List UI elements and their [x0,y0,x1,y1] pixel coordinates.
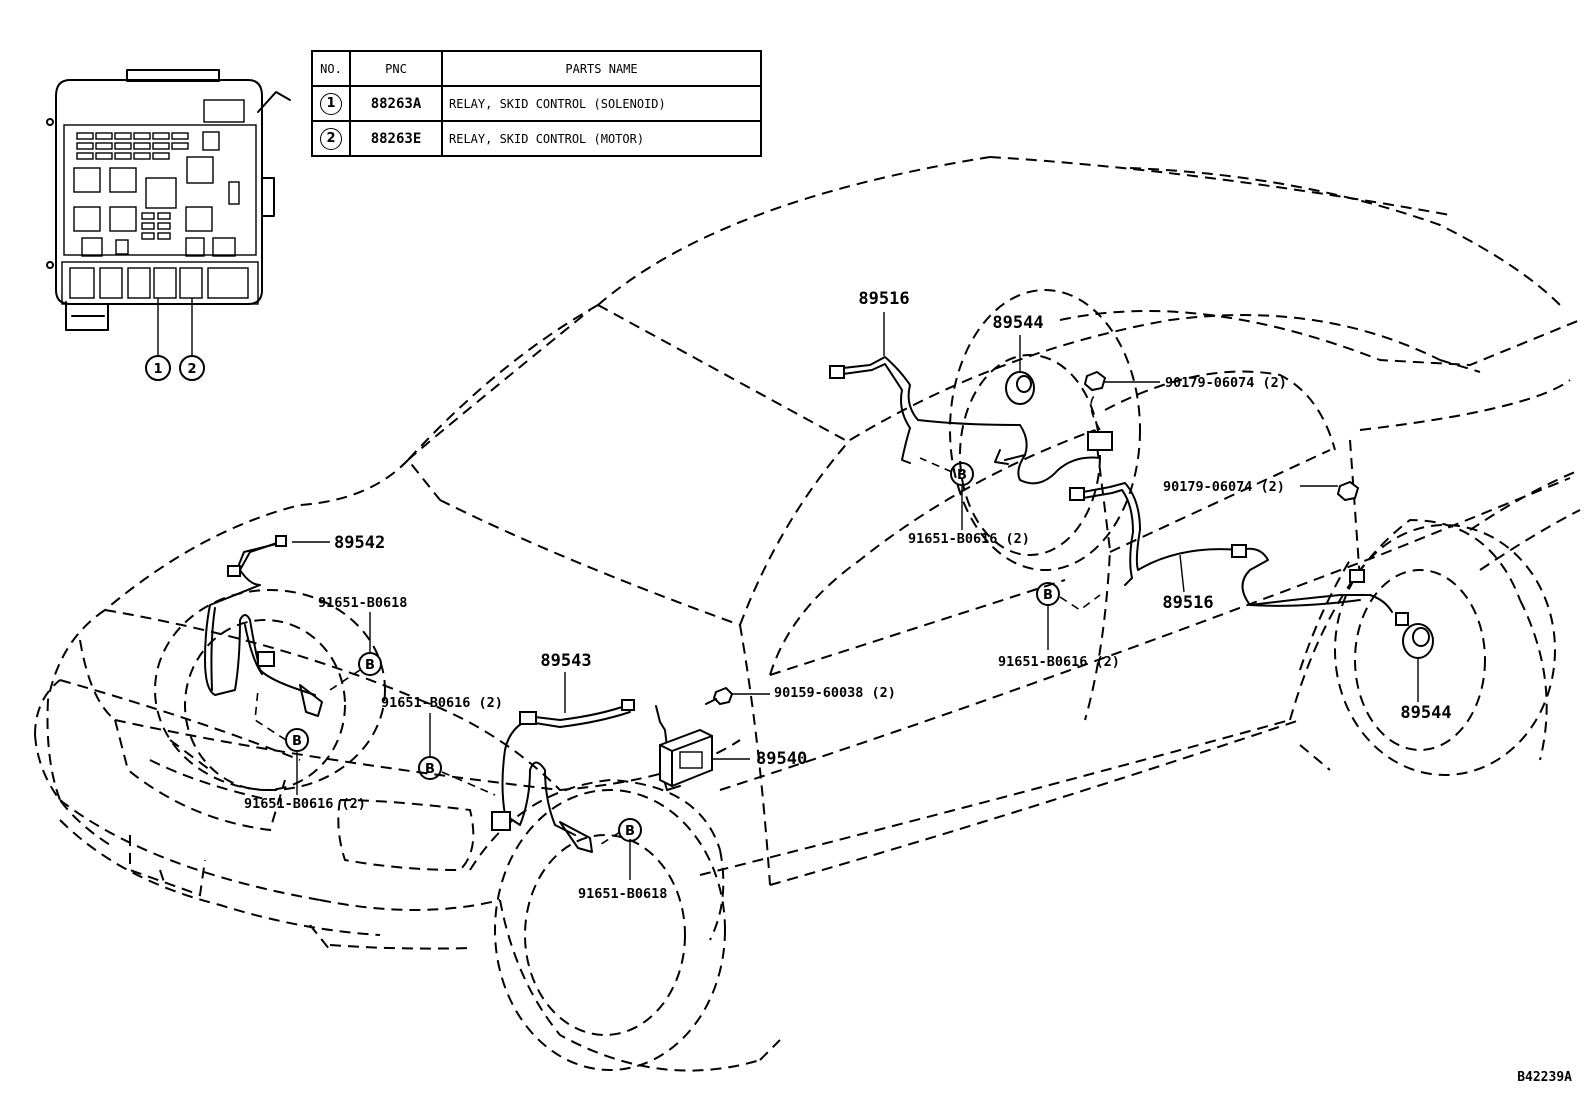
row-pnc: 88263E [349,120,443,157]
callout-front-sensor-left: 89542 [334,533,385,553]
clip-symbol: B [292,734,302,749]
callout-rear-harness-upper: 89516 [858,289,909,309]
table-row: 2 88263E RELAY, SKID CONTROL (MOTOR) [311,120,762,157]
row-pnc: 88263A [349,85,443,122]
wheels [154,289,1556,1071]
car-body-outline [34,156,1581,1072]
clip-symbol: B [365,658,375,673]
clip-symbol: B [1043,588,1053,603]
parts-table-header: NO. PNC PARTS NAME [311,50,762,87]
callout-clip-front-lower: 91651-B0616 (2) [244,796,366,812]
callout-clip-center: 91651-B0616 (2) [381,695,503,711]
clip-symbol: B [625,824,635,839]
callout-clip-rear-upper: 91651-B0616 (2) [908,531,1030,547]
callout-clip-front-upper: 91651-B0618 [318,595,407,611]
relay-callout-1: 1 [153,362,162,377]
table-row: 1 88263A RELAY, SKID CONTROL (SOLENOID) [311,85,762,122]
row-number: 2 [320,127,342,150]
callout-rear-harness-lower: 89516 [1162,593,1213,613]
callout-labels: 89516 89544 90179-06074 (2) 90179-06074 … [244,289,1452,902]
header-pnc: PNC [349,50,443,87]
callout-clip-front-wheel: 91651-B0618 [578,886,667,902]
header-no: NO. [311,50,351,87]
callout-bolt: 90159-60038 (2) [774,685,896,701]
relay-callout-2: 2 [187,362,196,377]
row-no-cell: 1 [311,85,351,122]
clip-symbol: B [957,468,967,483]
callout-front-sensor-right: 89543 [540,651,591,671]
harnesses [204,356,1434,853]
drawing-code: B42239A [1517,1070,1572,1085]
row-parts-name: RELAY, SKID CONTROL (MOTOR) [441,120,762,157]
callout-nut-upper: 90179-06074 (2) [1165,375,1287,391]
relay-callout-1-circle [145,355,171,381]
header-parts-name: PARTS NAME [441,50,762,87]
callout-ecu: 89540 [756,749,807,769]
row-parts-name: RELAY, SKID CONTROL (SOLENOID) [441,85,762,122]
parts-table: NO. PNC PARTS NAME 1 88263A RELAY, SKID … [311,50,762,157]
relay-callout-2-circle [179,355,205,381]
clip-symbol: B [425,762,435,777]
row-no-cell: 2 [311,120,351,157]
callout-rear-sensor-left: 89544 [992,313,1043,333]
row-number: 1 [320,92,342,115]
clip-symbols: B B B B B B [285,462,1060,842]
relay-box-illustration: 1 2 [46,69,291,381]
leader-lines [254,312,1419,880]
callout-nut-right: 90179-06074 (2) [1163,479,1285,495]
callout-rear-sensor-right: 89544 [1400,703,1451,723]
callout-clip-rear-lower: 91651-B0616 (2) [998,654,1120,670]
